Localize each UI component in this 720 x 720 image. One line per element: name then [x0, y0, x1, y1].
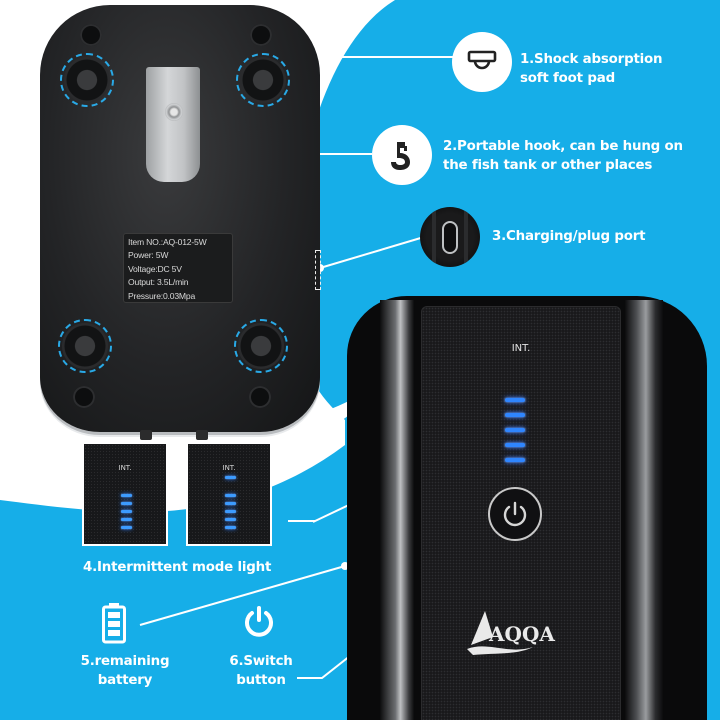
port-housing	[464, 211, 468, 263]
int-label: INT.	[511, 343, 531, 354]
battery-led	[505, 458, 525, 462]
spec-output: Output: 3.5L/min	[128, 277, 189, 288]
mounting-hole	[250, 24, 272, 46]
callout-5-line2: battery	[97, 673, 153, 688]
mounting-hole	[73, 386, 95, 408]
int-label: INT.	[118, 464, 132, 472]
foot-pad-highlight	[60, 53, 114, 107]
callout-1-line2: soft foot pad	[520, 71, 615, 86]
callout-hook-bubble	[372, 125, 432, 185]
battery-icon	[102, 603, 126, 644]
callout-2-line2: the fish tank or other places	[443, 158, 653, 173]
spec-voltage: Voltage:DC 5V	[128, 263, 182, 274]
belt-hook-clip	[146, 67, 200, 182]
callout-2-text: 2.Portable hook, can be hung on the fish…	[443, 137, 683, 175]
indicator-panel-mode-b: INT.	[186, 442, 272, 546]
callout-1-text: 1.Shock absorption soft foot pad	[520, 50, 663, 88]
led-bar	[121, 510, 132, 513]
callout-6-text: 6.Switch button	[222, 652, 300, 690]
edge-highlight	[380, 300, 414, 720]
mounting-hole	[249, 386, 271, 408]
brand-logo-text: AQQA	[488, 622, 555, 646]
led-bar	[225, 510, 236, 513]
led-bar	[225, 502, 236, 505]
foot-pad-highlight	[58, 319, 112, 373]
callout-1-line1: 1.Shock absorption	[520, 52, 663, 67]
foot-pad	[64, 57, 110, 103]
callout-2-line1: 2.Portable hook, can be hung on	[443, 139, 683, 154]
usb-port-icon	[442, 221, 458, 254]
callout-5-line1: 5.remaining	[80, 654, 170, 669]
callout-5-text: 5.remaining battery	[62, 652, 188, 690]
air-outlet-nozzle	[140, 430, 152, 440]
battery-led	[505, 428, 525, 432]
power-icon	[245, 606, 273, 637]
led-bar-top	[225, 476, 236, 479]
hook-icon	[391, 142, 410, 170]
edge-highlight	[625, 300, 663, 720]
mounting-hole	[80, 24, 102, 46]
foot-pad-icon	[467, 50, 497, 70]
indicator-panel-mode-a: INT.	[82, 442, 168, 546]
power-switch-button[interactable]	[488, 487, 542, 541]
port-location-marker	[315, 250, 321, 290]
int-label: INT.	[222, 464, 236, 472]
foot-pad	[238, 323, 284, 369]
led-bar	[121, 502, 132, 505]
foot-pad-highlight	[236, 53, 290, 107]
spec-pressure: Pressure:0.03Mpa	[128, 290, 196, 301]
spec-label: Item NO.:AQ-012-5W Power: 5W Voltage:DC …	[123, 233, 233, 303]
foot-pad	[240, 57, 286, 103]
callout-3-text: 3.Charging/plug port	[492, 229, 646, 244]
led-bar	[121, 518, 132, 521]
led-bar	[225, 526, 236, 529]
brand-logo: AQQA	[467, 611, 555, 655]
spec-item-no: Item NO.:AQ-012-5W	[128, 237, 207, 247]
led-bar	[121, 526, 132, 529]
led-bar	[121, 494, 132, 497]
foot-pad-highlight	[234, 319, 288, 373]
foot-pad	[62, 323, 108, 369]
battery-led	[505, 398, 525, 402]
callout-port-bubble	[420, 207, 480, 267]
callout-4-text: 4.Intermittent mode light	[83, 560, 272, 575]
port-housing	[432, 211, 436, 263]
air-outlet-nozzle	[196, 430, 208, 440]
power-icon	[503, 501, 527, 527]
led-bar	[225, 518, 236, 521]
callout-6-line2: button	[236, 673, 286, 688]
battery-led	[505, 443, 525, 447]
led-bar	[225, 494, 236, 497]
battery-led	[505, 413, 525, 417]
screw	[165, 103, 183, 121]
callout-foot-pad-bubble	[452, 32, 512, 92]
spec-power: Power: 5W	[128, 250, 169, 261]
callout-6-line1: 6.Switch	[229, 654, 293, 669]
